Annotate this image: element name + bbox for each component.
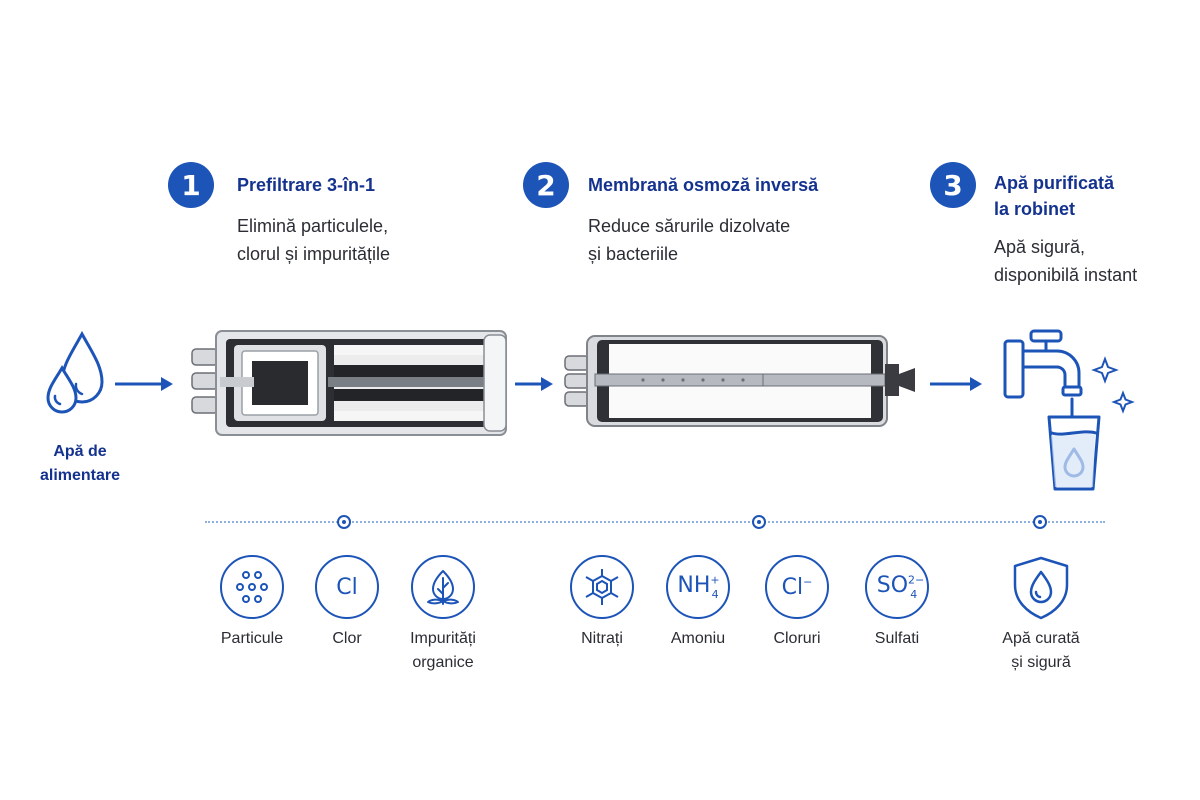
- safe-water-label: Apă curată și sigură: [986, 627, 1096, 675]
- contaminant-chlorides: Cl− Cloruri: [742, 555, 852, 651]
- step-2-desc-line2: și bacteriile: [588, 244, 679, 264]
- contaminant-sulfates: SO2−4 Sulfati: [842, 555, 952, 651]
- safe-water-label-line2: și sigură: [1011, 654, 1071, 671]
- sulfates-symbol: SO2−4: [865, 555, 929, 619]
- chlorine-label: Clor: [332, 630, 362, 647]
- prefilter-cartridge-image: [191, 330, 507, 436]
- step-3-title-line2: la robinet: [994, 199, 1076, 219]
- step-1-title: Prefiltrare 3-în-1: [237, 172, 375, 198]
- step-3-title: Apă purificată la robinet: [994, 170, 1114, 222]
- water-drops-icon: [46, 330, 104, 414]
- flow-arrow-3: [930, 377, 982, 391]
- step-1-desc-line1: Elimină particulele,: [237, 216, 389, 236]
- ammonium-charge: +: [710, 573, 720, 587]
- step-1-title-text: Prefiltrare 3-în-1: [237, 175, 376, 195]
- particles-icon: [220, 555, 284, 619]
- step-3-desc-line2: disponibilă instant: [994, 265, 1138, 285]
- leaf-icon: [411, 555, 475, 619]
- chlorides-formula: Cl−: [782, 575, 813, 600]
- faucet-glass-icon: [1003, 329, 1135, 491]
- chlorine-symbol: Cl: [315, 555, 379, 619]
- ammonium-symbol-text: NH: [677, 573, 711, 599]
- contaminant-particles: Particule: [197, 555, 307, 651]
- dotted-timeline: [205, 521, 1105, 523]
- shield-drop-icon: [1010, 555, 1072, 621]
- sulfates-subscript: 4: [910, 587, 918, 601]
- safe-water-badge: Apă curată și sigură: [986, 555, 1096, 675]
- step-1-number: 1: [168, 162, 214, 208]
- flow-arrow-1: [115, 377, 173, 391]
- step-1-description: Elimină particulele, clorul și impurităț…: [237, 212, 390, 268]
- ammonium-subscript: 4: [711, 587, 719, 601]
- contaminant-nitrates: Nitrați: [547, 555, 657, 651]
- chlorides-label: Cloruri: [773, 630, 821, 647]
- step-3-title-line1: Apă purificată: [994, 173, 1115, 193]
- sulfates-formula: SO2−4: [876, 573, 925, 601]
- contaminant-organics: Impurități organice: [388, 555, 498, 675]
- ro-membrane-cartridge-image: [564, 335, 915, 427]
- step-2-title-text: Membrană osmoză inversă: [588, 175, 819, 195]
- nitrates-label: Nitrați: [581, 630, 623, 647]
- feed-label-line1: Apă de: [53, 443, 107, 460]
- particles-label: Particule: [220, 630, 284, 647]
- step-3-desc-line1: Apă sigură,: [994, 237, 1086, 257]
- sulfates-charge: 2−: [908, 573, 925, 587]
- chlorides-symbol-text: Cl: [781, 574, 804, 600]
- step-1-desc-line2: clorul și impuritățile: [237, 244, 391, 264]
- chlorides-symbol: Cl−: [765, 555, 829, 619]
- step-2-number: 2: [523, 162, 569, 208]
- step-3-number: 3: [930, 162, 976, 208]
- contaminant-chlorine: Cl Clor: [292, 555, 402, 651]
- feed-label-line2: alimentare: [39, 467, 121, 484]
- organics-label-line1: Impurități: [410, 630, 476, 647]
- organics-label-line2: organice: [412, 654, 474, 671]
- step-2-title: Membrană osmoză inversă: [588, 172, 818, 198]
- chlorine-symbol-text: Cl: [336, 574, 358, 600]
- ammonium-formula: NH+4: [677, 573, 720, 601]
- timeline-marker-3: [1033, 515, 1047, 529]
- organics-label: Impurități organice: [388, 627, 498, 675]
- step-2-description: Reduce sărurile dizolvate și bacteriile: [588, 212, 790, 268]
- timeline-marker-1: [337, 515, 351, 529]
- ammonium-symbol: NH+4: [666, 555, 730, 619]
- ammonium-label: Amoniu: [670, 630, 726, 647]
- feed-water-label: Apă de alimentare: [20, 440, 140, 488]
- molecule-icon: [570, 555, 634, 619]
- timeline-marker-2: [752, 515, 766, 529]
- flow-arrow-2: [515, 377, 553, 391]
- sulfates-symbol-text: SO: [876, 573, 909, 599]
- safe-water-label-line1: Apă curată: [1002, 630, 1080, 647]
- step-2-desc-line1: Reduce sărurile dizolvate: [588, 216, 791, 236]
- sulfates-label: Sulfati: [874, 630, 920, 647]
- contaminant-ammonium: NH+4 Amoniu: [643, 555, 753, 651]
- chlorides-charge: −: [803, 575, 813, 589]
- step-3-description: Apă sigură, disponibilă instant: [994, 233, 1137, 289]
